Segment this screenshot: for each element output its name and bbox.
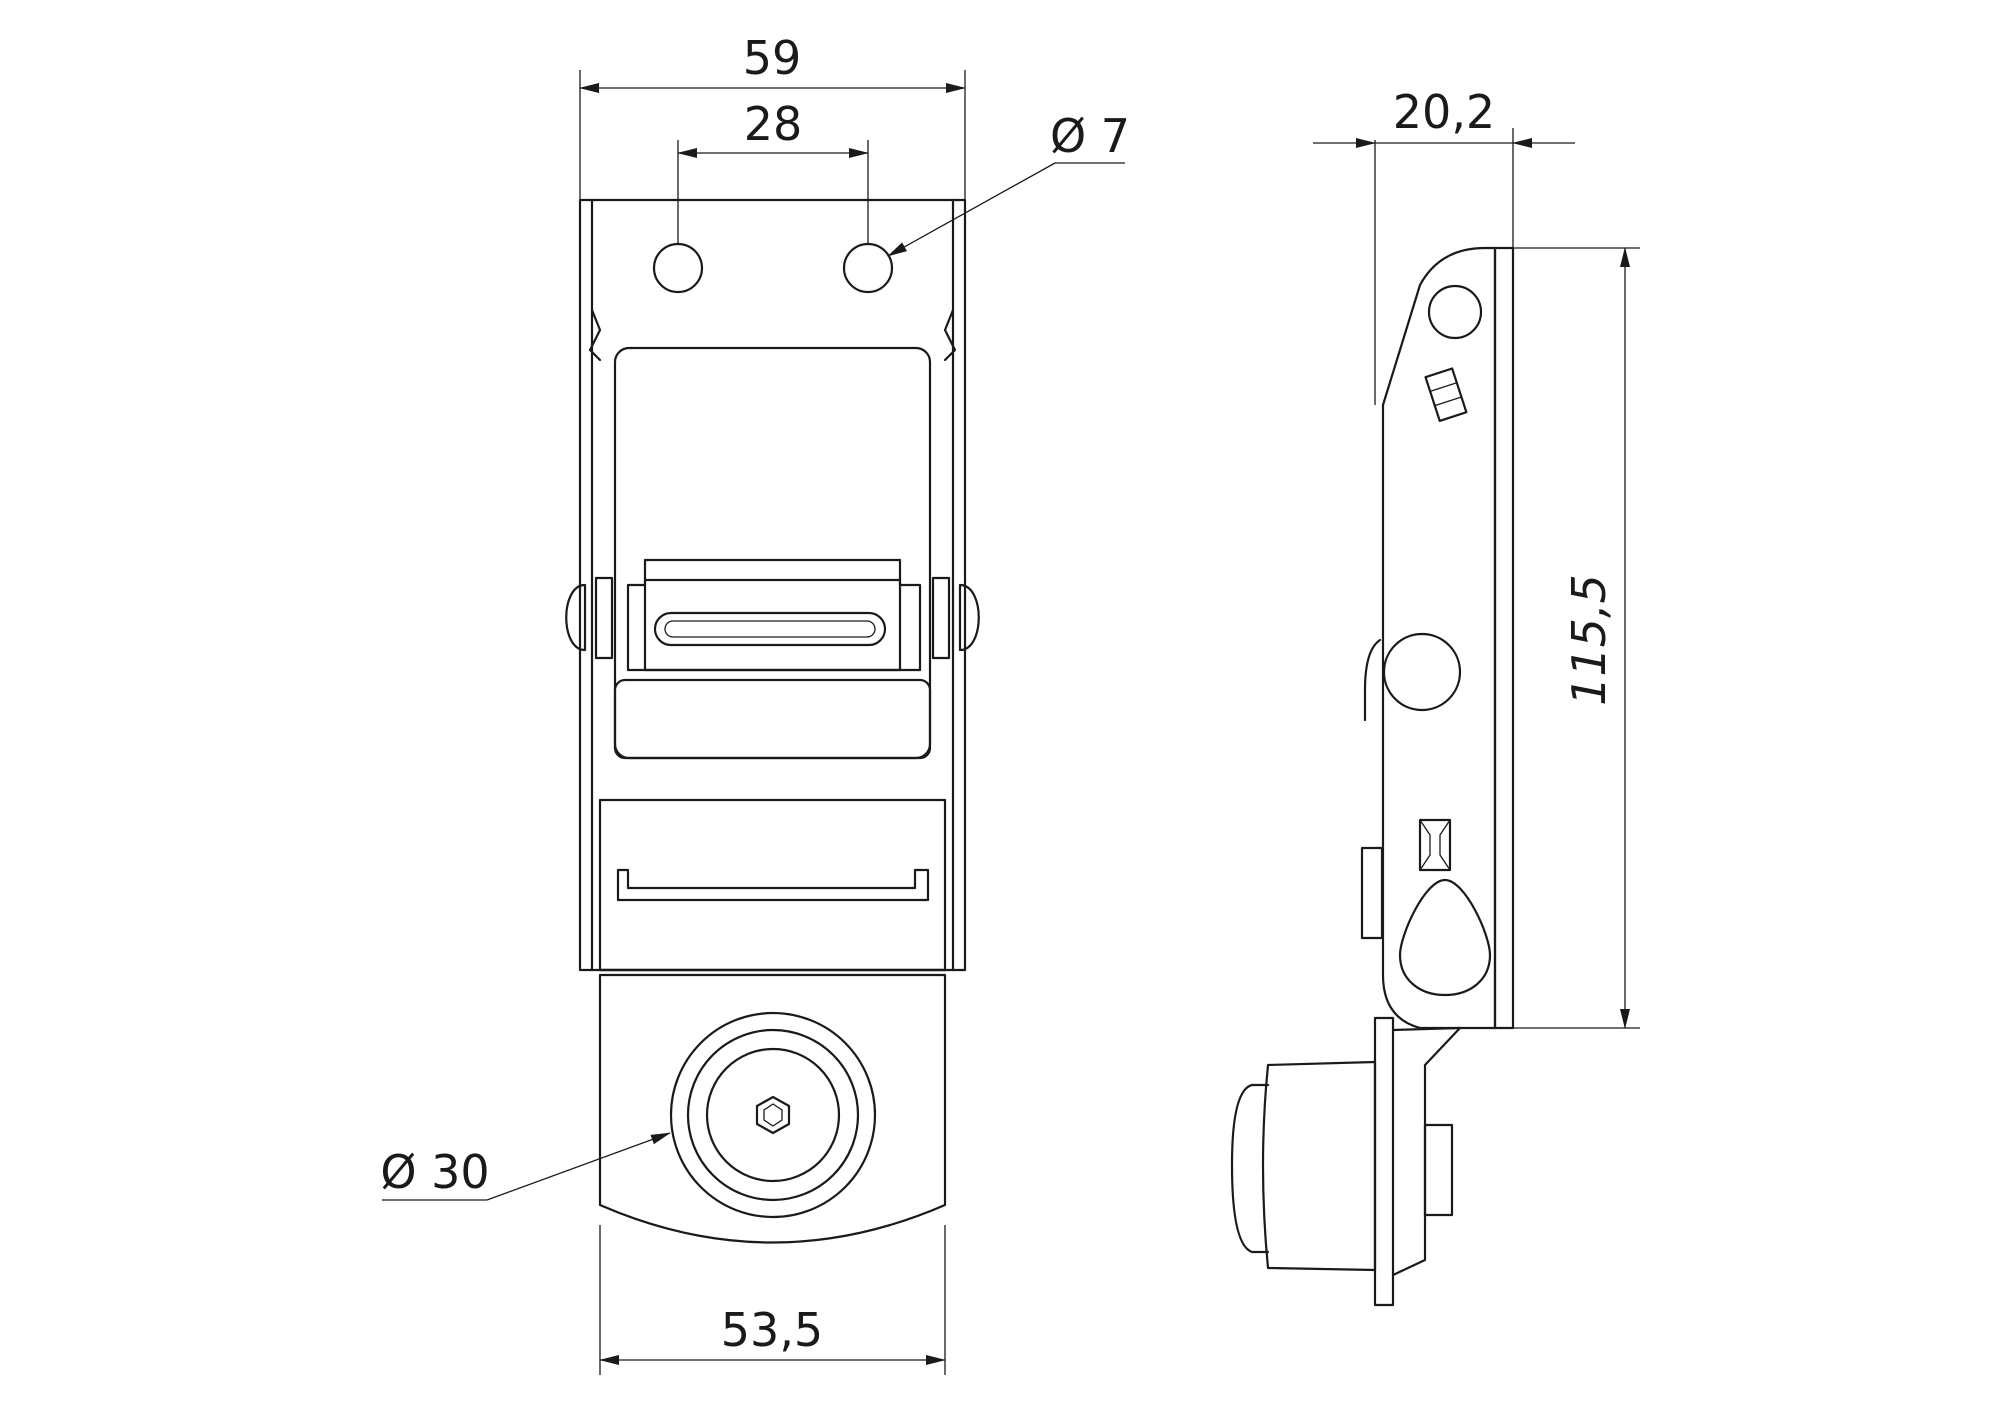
side-catch-teardrop <box>1398 878 1492 997</box>
pin-collar-right <box>931 576 951 660</box>
mounting-hole-left <box>652 242 704 294</box>
side-tab <box>1360 846 1384 940</box>
mounting-hole-right <box>842 242 894 294</box>
pin-collar-left <box>594 576 614 660</box>
base-plate <box>578 198 967 972</box>
locking-knob <box>669 1011 877 1219</box>
side-bracket <box>1373 1016 1462 1307</box>
dim-side-depth: 20,2 <box>1313 85 1575 405</box>
pin-knob-right <box>958 583 980 652</box>
side-back-plate <box>1493 246 1515 1030</box>
dim-width-top: 59 <box>579 31 966 200</box>
lever-middle-pad <box>613 678 932 760</box>
dim-knob-diameter-label: Ø 30 <box>380 1145 489 1199</box>
dim-hole-spacing: 28 <box>677 97 869 244</box>
side-knob <box>1230 1060 1454 1272</box>
dim-knob-diameter: Ø 30 <box>380 1132 671 1201</box>
dim-width-bottom: 53,5 <box>599 1225 946 1375</box>
lever-upper-panel <box>613 346 932 760</box>
side-pivot-hole-top <box>1427 284 1483 340</box>
lever-bottom-band <box>598 798 947 972</box>
dim-width-bottom-label: 53,5 <box>721 1303 823 1357</box>
hex-socket-icon <box>755 1095 791 1135</box>
lever-tab <box>598 973 947 1244</box>
dim-hole-diameter-label: Ø 7 <box>1050 109 1130 163</box>
dim-side-depth-label: 20,2 <box>1393 85 1495 139</box>
strap-buckle <box>626 558 922 672</box>
pin-knob-left <box>565 583 587 652</box>
dim-height-label: 115,5 <box>1562 574 1616 706</box>
side-slot-bottom <box>1418 818 1452 872</box>
lever-hook-bar <box>616 868 930 902</box>
dim-hole-diameter: Ø 7 <box>887 109 1130 257</box>
side-knob-pin <box>1423 1123 1454 1217</box>
dim-hole-spacing-label: 28 <box>744 97 803 151</box>
side-pivot-hole-middle <box>1382 632 1462 712</box>
dim-height: 115,5 <box>1513 247 1640 1029</box>
dim-width-top-label: 59 <box>743 31 802 85</box>
front-view: 59 28 Ø 7 Ø 30 53,5 <box>380 31 1130 1375</box>
strap-slot <box>653 611 887 647</box>
side-view: 20,2 115,5 <box>1230 85 1640 1307</box>
side-lever-body <box>1381 246 1497 1030</box>
side-slot-top <box>1424 367 1468 422</box>
